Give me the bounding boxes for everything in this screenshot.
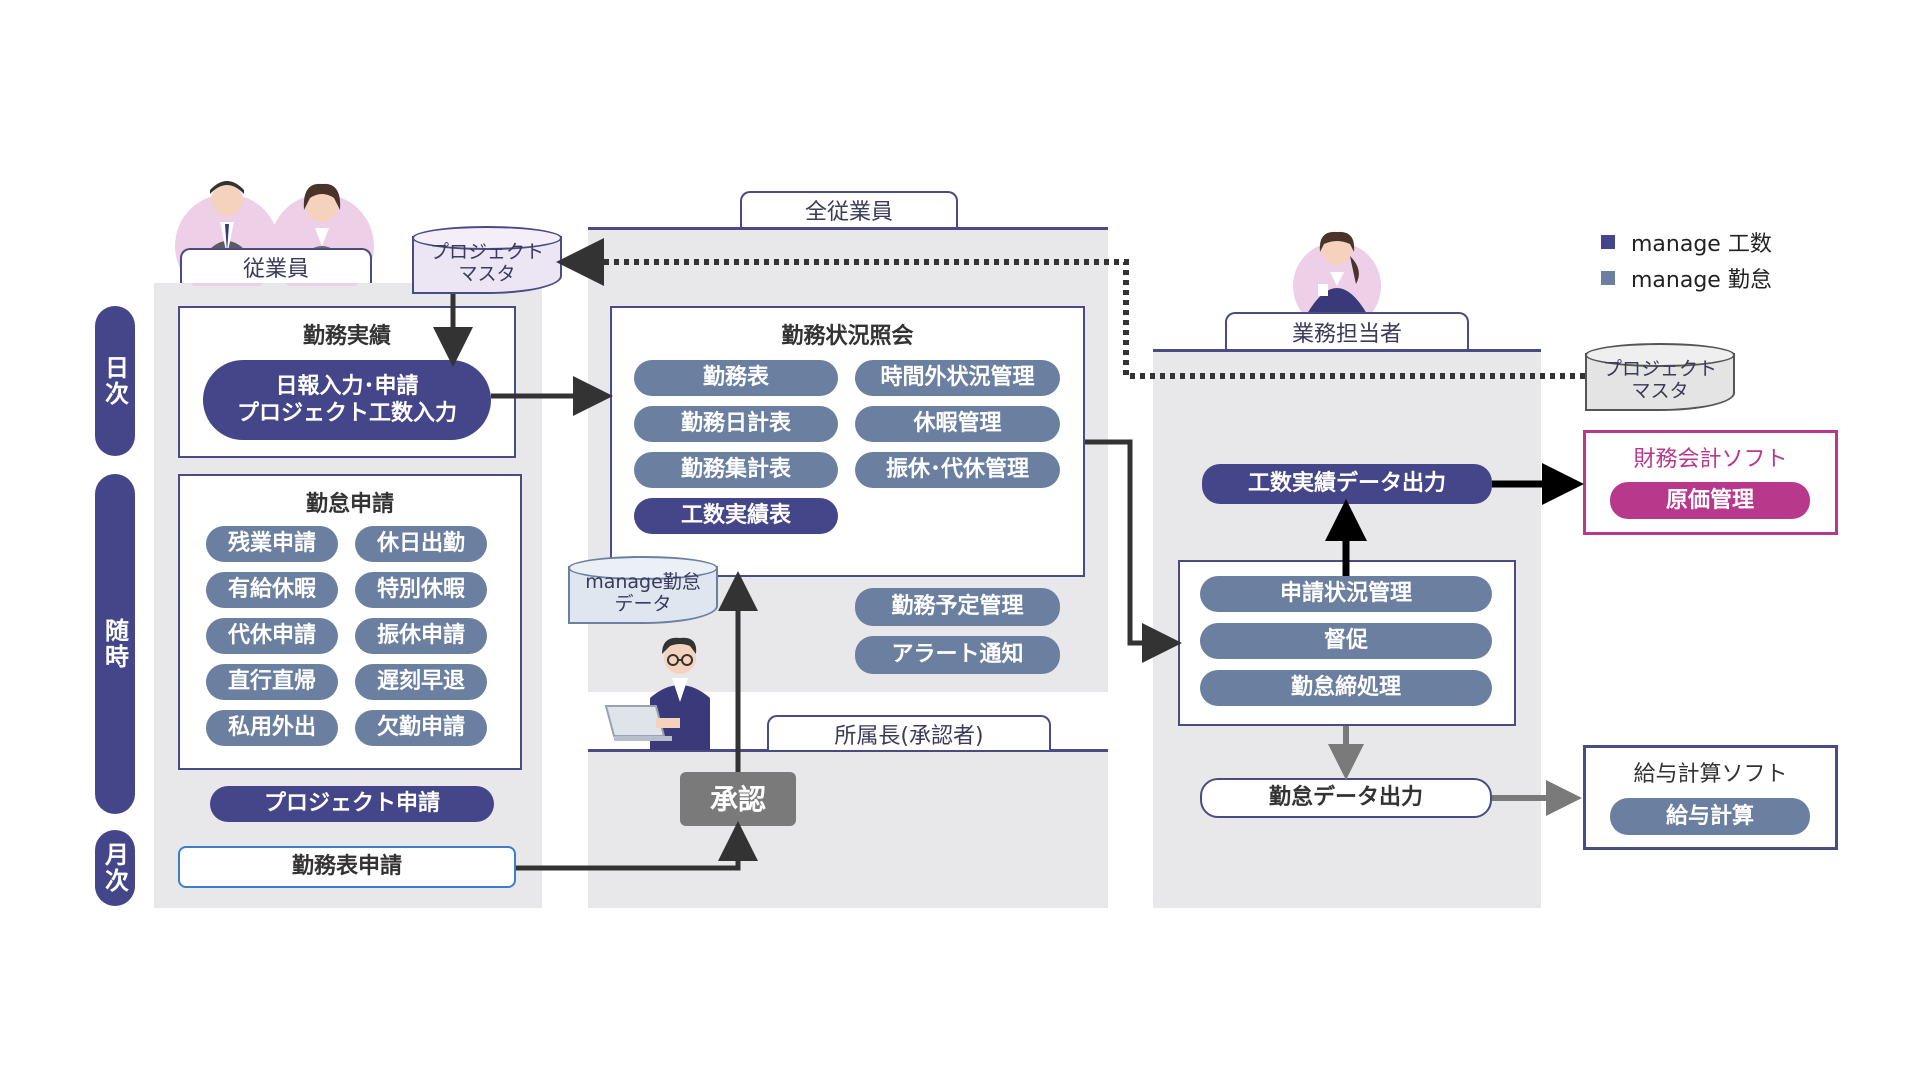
- project-request-button[interactable]: プロジェクト申請: [210, 786, 494, 822]
- daily-report-button[interactable]: 日報入力･申請 プロジェクト工数入力: [203, 360, 491, 440]
- work-data-output-button[interactable]: 工数実績データ出力: [1202, 464, 1492, 504]
- manager-panel: [588, 750, 1108, 908]
- staff-process-button[interactable]: 申請状況管理: [1200, 576, 1492, 612]
- staff-tab: 業務担当者: [1225, 312, 1469, 349]
- legend-item-manage-kintai: manage 勤怠: [1601, 262, 1772, 294]
- attendance-item-button[interactable]: 有給休暇: [206, 572, 338, 608]
- attendance-request-title: 勤怠申請: [305, 492, 394, 517]
- status-item-button[interactable]: 休暇管理: [855, 406, 1060, 442]
- status-inquiry-title: 勤務状況照会: [781, 324, 914, 349]
- status-item-button[interactable]: 勤務表: [634, 360, 838, 396]
- alert-notification-button[interactable]: アラート通知: [855, 636, 1060, 674]
- project-master-label: プロジェクト マスタ: [1602, 358, 1717, 402]
- staff-divider: [1153, 349, 1541, 352]
- status-item-button[interactable]: 勤務集計表: [634, 452, 838, 488]
- manager-divider: [588, 749, 1108, 752]
- attendance-item-button[interactable]: 残業申請: [206, 526, 338, 562]
- legend-label: manage 勤怠: [1631, 268, 1772, 293]
- staff-illustration: [1282, 226, 1392, 330]
- schedule-management-button[interactable]: 勤務予定管理: [855, 588, 1060, 626]
- attendance-item-button[interactable]: 直行直帰: [206, 664, 338, 700]
- work-record-title: 勤務実績: [302, 324, 391, 349]
- legend-item-manage-kousu: manage 工数: [1601, 226, 1772, 258]
- staff-process-button[interactable]: 督促: [1200, 623, 1492, 659]
- cost-management-button[interactable]: 原価管理: [1610, 482, 1810, 519]
- manager-illustration: [600, 632, 730, 750]
- attendance-data-output-button[interactable]: 勤怠データ出力: [1200, 778, 1492, 818]
- employee-tab: 従業員: [180, 248, 372, 283]
- legend-label: manage 工数: [1631, 232, 1772, 257]
- status-item-button[interactable]: 振休･代休管理: [855, 452, 1060, 488]
- status-item-button[interactable]: 工数実績表: [634, 498, 838, 534]
- manage-data-label: manage勤怠 データ: [585, 571, 701, 615]
- attendance-item-button[interactable]: 遅刻早退: [355, 664, 487, 700]
- attendance-item-button[interactable]: 代休申請: [206, 618, 338, 654]
- project-master-db-left: プロジェクト マスタ: [412, 226, 562, 294]
- project-master-label: プロジェクト マスタ: [429, 241, 544, 285]
- timesheet-request-button[interactable]: 勤務表申請: [178, 846, 516, 888]
- sidebar-monthly: 月次: [95, 830, 135, 906]
- manage-kintai-data-db: manage勤怠 データ: [568, 556, 718, 624]
- staff-process-button[interactable]: 勤怠締処理: [1200, 670, 1492, 706]
- all-employees-divider: [588, 227, 1108, 230]
- sidebar-daily: 日次: [95, 306, 135, 456]
- manager-tab: 所属長(承認者): [767, 715, 1051, 750]
- status-item-button[interactable]: 時間外状況管理: [855, 360, 1060, 396]
- attendance-item-button[interactable]: 私用外出: [206, 710, 338, 746]
- attendance-item-button[interactable]: 振休申請: [355, 618, 487, 654]
- approve-button[interactable]: 承認: [680, 772, 796, 826]
- attendance-item-button[interactable]: 休日出勤: [355, 526, 487, 562]
- accounting-software-title: 財務会計ソフト: [1633, 447, 1788, 472]
- attendance-item-button[interactable]: 特別休暇: [355, 572, 487, 608]
- attendance-item-button[interactable]: 欠勤申請: [355, 710, 487, 746]
- status-item-button[interactable]: 勤務日計表: [634, 406, 838, 442]
- payroll-calc-button[interactable]: 給与計算: [1610, 798, 1810, 835]
- all-employees-tab: 全従業員: [740, 191, 958, 227]
- legend-swatch: [1601, 271, 1615, 285]
- project-master-db-right: プロジェクト マスタ: [1585, 343, 1735, 411]
- sidebar-adhoc: 随時: [95, 474, 135, 814]
- payroll-software-title: 給与計算ソフト: [1633, 762, 1788, 787]
- legend-swatch: [1601, 235, 1615, 249]
